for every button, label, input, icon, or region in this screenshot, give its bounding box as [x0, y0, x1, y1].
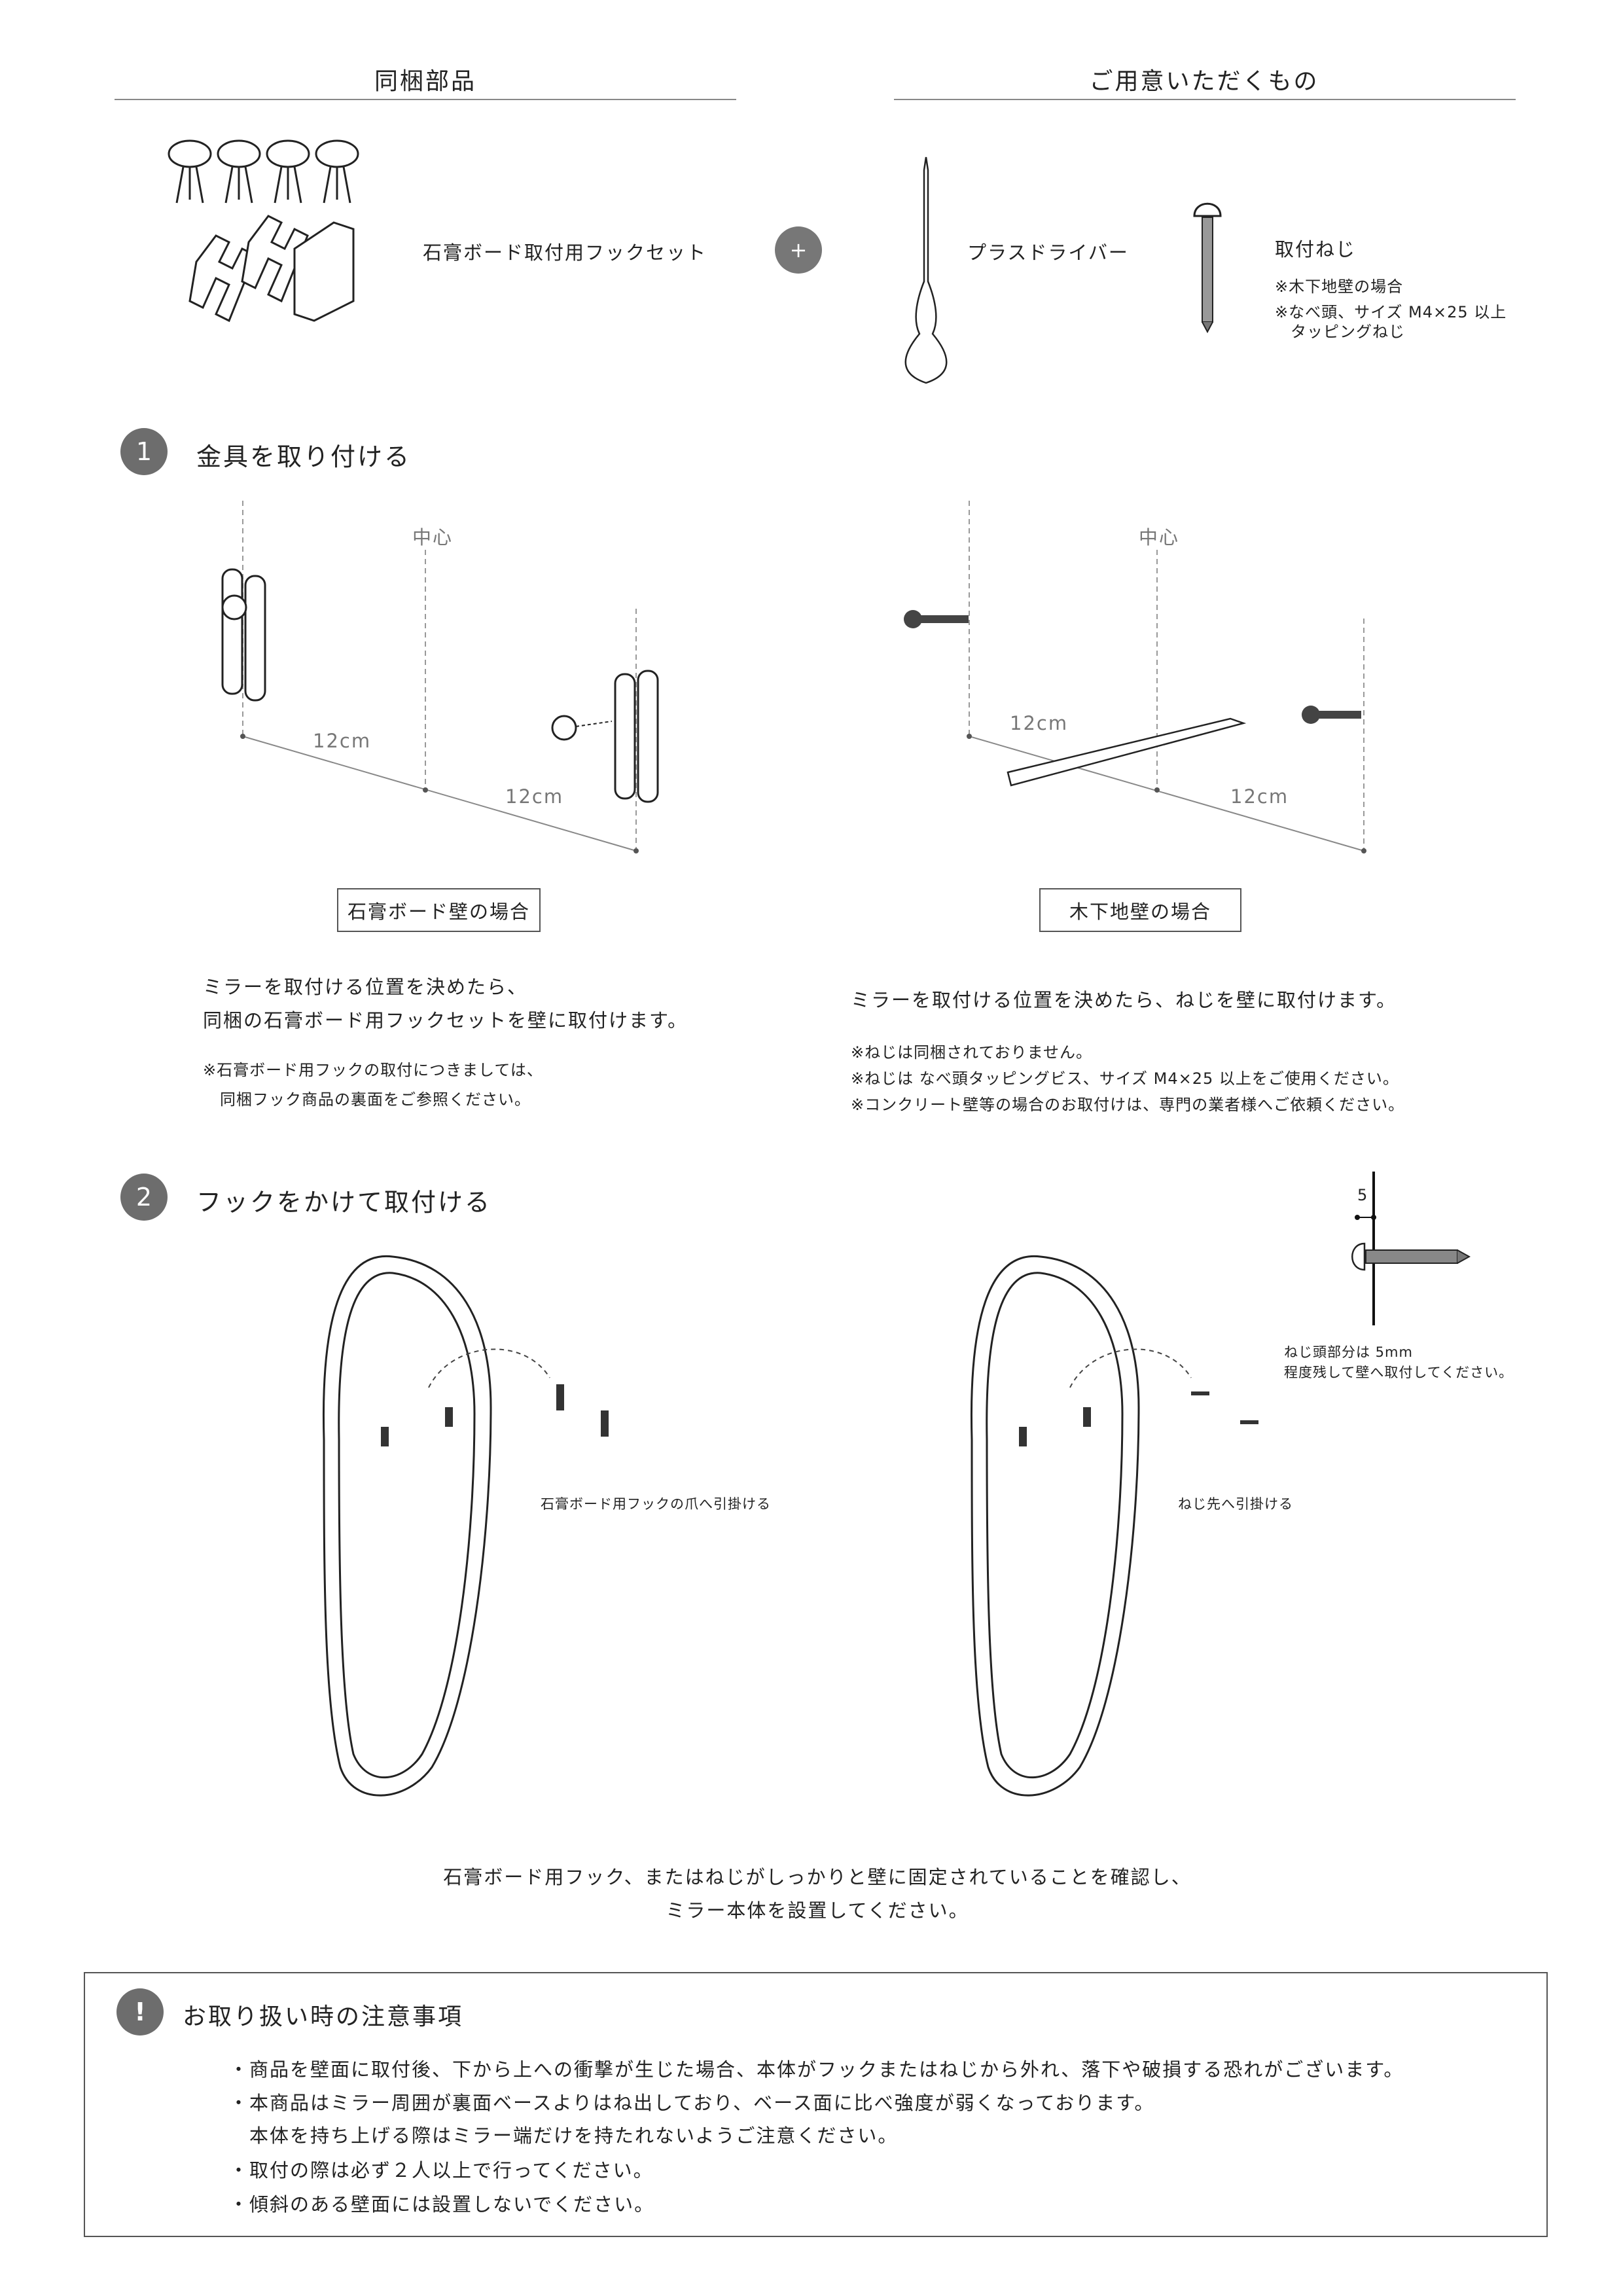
step-title: 金具を取り付ける	[196, 442, 412, 471]
dimension-label: 5	[1357, 1186, 1368, 1204]
screw-icon	[1193, 202, 1222, 334]
wood-note: ※ねじは同梱されておりません。	[851, 1043, 1092, 1062]
gypsum-instruction: ミラーを取付ける位置を決めたら、	[203, 976, 528, 998]
step-number-badge: 2	[120, 1174, 168, 1221]
notice-item: ・商品を壁面に取付後、下から上への衝撃が生じた場合、本体がフックまたはねじから外…	[229, 2058, 1404, 2081]
distance-label: 12cm	[313, 730, 372, 752]
distance-label: 12cm	[505, 785, 564, 808]
driver-label: プラスドライバー	[967, 242, 1129, 264]
step-title: フックをかけて取付ける	[196, 1188, 492, 1217]
parts-heading: 同梱部品	[374, 68, 477, 95]
gypsum-note: ※石膏ボード用フックの取付につきましては、	[203, 1061, 543, 1079]
hook-set-illustration	[168, 139, 359, 323]
confirm-text: 石膏ボード用フック、またはねじがしっかりと壁に固定されていることを確認し、	[443, 1866, 1192, 1888]
divider	[894, 99, 1516, 100]
hook-set-label: 石膏ボード取付用フックセット	[423, 242, 707, 264]
notice-item: ・本商品はミラー周囲が裏面ベースよりはね出しており、ベース面に比べ強度が弱くなっ…	[229, 2092, 1155, 2114]
wood-wall-label: 木下地壁の場合	[1039, 888, 1241, 932]
notice-item: ・取付の際は必ず２人以上で行ってください。	[229, 2159, 654, 2181]
screw-note: ※木下地壁の場合	[1275, 278, 1404, 296]
screw-depth-note: 程度残して壁へ取付してください。	[1284, 1365, 1514, 1380]
notice-item: ・傾斜のある壁面には設置しないでください。	[229, 2193, 655, 2215]
gypsum-note: 同梱フック商品の裏面をご参照ください。	[220, 1090, 531, 1109]
divider	[115, 99, 736, 100]
notice-title: お取り扱い時の注意事項	[183, 2003, 464, 2030]
distance-label: 12cm	[1230, 785, 1289, 808]
gypsum-wall-label: 石膏ボード壁の場合	[337, 888, 541, 932]
warning-icon: !	[116, 1988, 164, 2036]
center-label: 中心	[1139, 526, 1180, 548]
screwdriver-icon	[904, 156, 948, 384]
prepare-heading: ご用意いただくもの	[1089, 68, 1319, 95]
confirm-text: ミラー本体を設置してください。	[666, 1899, 969, 1922]
screw-note: ※なべ頭、サイズ M4×25 以上	[1275, 303, 1507, 321]
wood-note: ※ねじは なべ頭タッピングビス、サイズ M4×25 以上をご使用ください。	[851, 1069, 1399, 1088]
notice-box	[84, 1972, 1548, 2237]
step-number-badge: 1	[120, 428, 168, 475]
step1-diagram	[221, 501, 1366, 853]
hook-caption: 石膏ボード用フックの爪へ引掛ける	[541, 1496, 771, 1512]
wood-note: ※コンクリート壁等の場合のお取付けは、専門の業者様へご依頼ください。	[851, 1096, 1405, 1114]
notice-item: 本体を持ち上げる際はミラー端だけを持たれないようご注意ください。	[229, 2125, 899, 2147]
distance-label: 12cm	[1010, 712, 1069, 734]
screw-label: 取付ねじ	[1275, 238, 1357, 260]
center-label: 中心	[412, 526, 454, 548]
screw-note: タッピングねじ	[1291, 323, 1405, 341]
plus-icon: +	[775, 226, 822, 274]
wood-instruction: ミラーを取付ける位置を決めたら、ねじを壁に取付けます。	[851, 989, 1397, 1011]
gypsum-instruction: 同梱の石膏ボード用フックセットを壁に取付けます。	[203, 1009, 688, 1031]
step2-diagram	[323, 1172, 1471, 1797]
screw-caption: ねじ先へ引掛ける	[1178, 1496, 1293, 1512]
screw-depth-note: ねじ頭部分は 5mm	[1284, 1344, 1413, 1360]
